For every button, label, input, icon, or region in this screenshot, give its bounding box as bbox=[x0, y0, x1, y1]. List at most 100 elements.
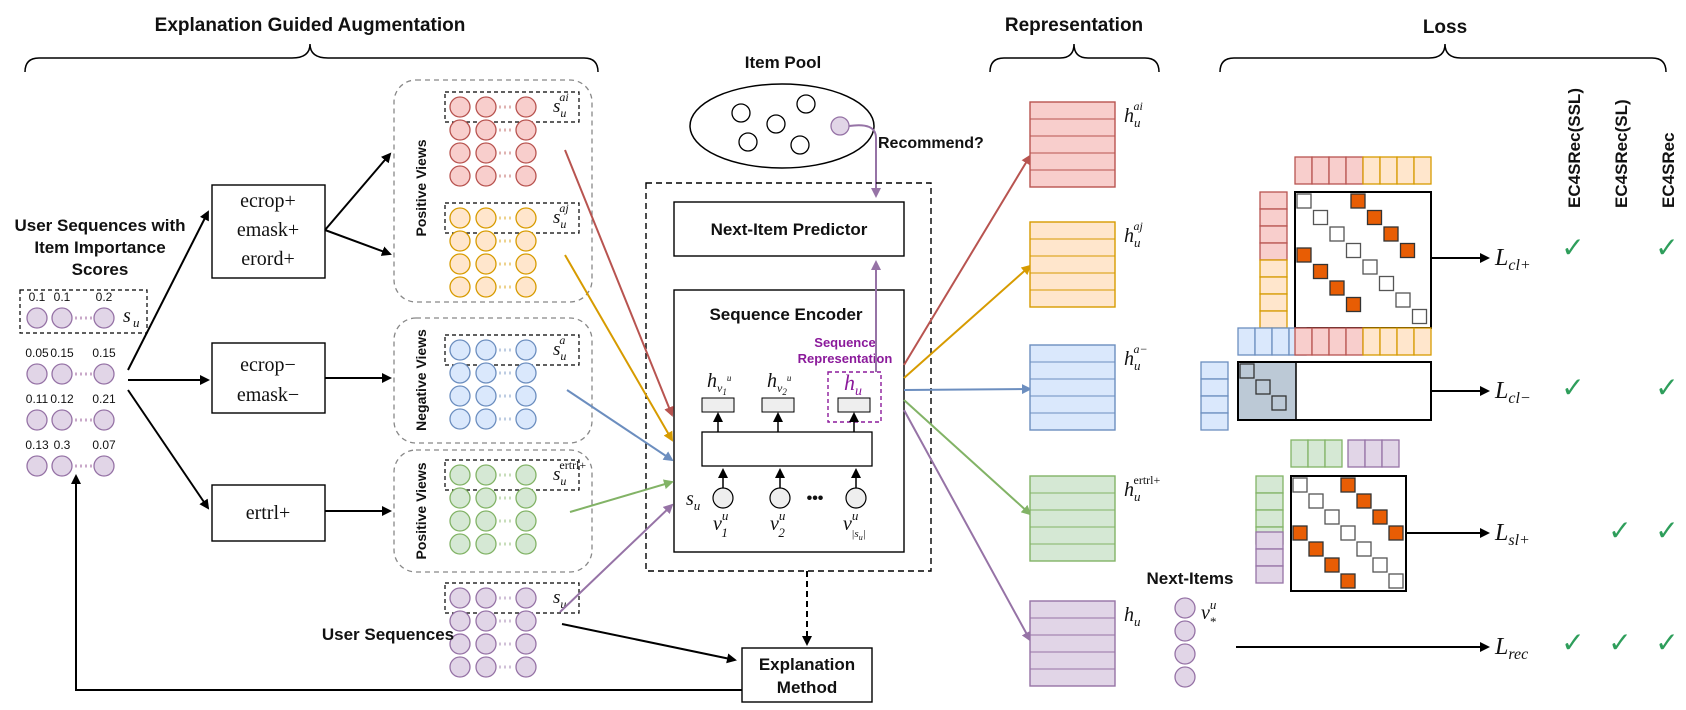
matrix-row-red bbox=[1259, 208, 1288, 227]
item-pool-items bbox=[731, 94, 850, 155]
view-item bbox=[449, 385, 471, 407]
operator-box-retrieval bbox=[211, 484, 326, 542]
op-emask-plus: emask+ bbox=[237, 219, 299, 241]
matrix-col-yellow bbox=[1362, 327, 1381, 356]
view-item bbox=[475, 230, 497, 252]
matrix-col-green bbox=[1307, 439, 1326, 468]
negative-views-label: Negative Views bbox=[413, 329, 429, 431]
view-item bbox=[449, 533, 471, 555]
check-icon: ✓ bbox=[1655, 626, 1678, 659]
hidden-state-2 bbox=[761, 397, 795, 413]
matrix-col-blue bbox=[1271, 327, 1290, 356]
view-item bbox=[515, 165, 537, 187]
positive-views-container bbox=[393, 79, 593, 303]
pool-item bbox=[790, 135, 810, 155]
importance-score: 0.12 bbox=[50, 392, 74, 406]
explanation-method-label-2: Method bbox=[777, 678, 837, 697]
item-circle bbox=[51, 455, 73, 477]
view-seq-dashed-box bbox=[444, 202, 580, 234]
view-item bbox=[449, 487, 471, 509]
matrix-row-red bbox=[1259, 191, 1288, 210]
matrix-row-purple bbox=[1255, 565, 1284, 584]
matrix-diagonal bbox=[1356, 541, 1372, 557]
matrix-col-red bbox=[1328, 327, 1347, 356]
view-item bbox=[515, 487, 537, 509]
view-item bbox=[475, 362, 497, 384]
item-circle bbox=[93, 363, 115, 385]
matrix-row-red bbox=[1259, 242, 1288, 261]
check-icon: ✓ bbox=[1561, 626, 1584, 659]
matrix-col-purple bbox=[1347, 439, 1366, 468]
matrix-col-red bbox=[1294, 156, 1313, 185]
loss-label: Lcl− bbox=[1494, 378, 1531, 407]
arrow-view-ertrl-to-encoder bbox=[569, 479, 674, 513]
matrix-col-green bbox=[1324, 439, 1343, 468]
representation-label: huertrl+ bbox=[1124, 473, 1160, 504]
view-item bbox=[449, 408, 471, 430]
view-item bbox=[475, 207, 497, 229]
user-sequences-label: User Sequences bbox=[322, 625, 454, 644]
view-item bbox=[475, 253, 497, 275]
header-augmentation: Explanation Guided Augmentation bbox=[155, 15, 466, 36]
view-item bbox=[449, 656, 471, 678]
matrix-row-green bbox=[1255, 492, 1284, 511]
positive-views-2-container bbox=[393, 449, 593, 573]
representation-block bbox=[1029, 600, 1116, 687]
matrix-positive-pair bbox=[1383, 226, 1399, 242]
matrix-positive-pair bbox=[1356, 493, 1372, 509]
view-item bbox=[449, 142, 471, 164]
importance-score: 0.13 bbox=[25, 438, 49, 452]
view-item bbox=[515, 339, 537, 361]
importance-score: 0.07 bbox=[92, 438, 116, 452]
representation-block bbox=[1029, 221, 1116, 308]
matrix-col-yellow bbox=[1362, 156, 1381, 185]
matrix-col-red bbox=[1294, 327, 1313, 356]
matrix-col-yellow bbox=[1396, 327, 1415, 356]
importance-score: 0.2 bbox=[96, 290, 113, 304]
matrix-col-red bbox=[1311, 156, 1330, 185]
matrix-col-red bbox=[1345, 327, 1364, 356]
view-item bbox=[475, 119, 497, 141]
next-item-predictor-label: Next-Item Predictor bbox=[711, 220, 868, 239]
view-item bbox=[475, 487, 497, 509]
check-grid: ✓✓✓✓✓✓✓✓✓ bbox=[1561, 231, 1678, 659]
arrow-input-to-positive-ops bbox=[127, 210, 209, 371]
view-item bbox=[515, 385, 537, 407]
op-ecrop-minus: ecrop− bbox=[240, 354, 296, 376]
check-icon: ✓ bbox=[1655, 231, 1678, 264]
recommend-label: Recommend? bbox=[878, 135, 984, 152]
matrix-row-blue bbox=[1200, 412, 1229, 431]
view-item bbox=[475, 408, 497, 430]
input-title-line-1: User Sequences with bbox=[14, 216, 185, 235]
matrix-diagonal bbox=[1239, 363, 1255, 379]
view-item bbox=[515, 510, 537, 532]
matrix-col-blue bbox=[1237, 327, 1256, 356]
arrow-encoder-to-repr-neg bbox=[903, 384, 1032, 395]
explanation-method-box bbox=[741, 647, 873, 703]
view-item bbox=[515, 207, 537, 229]
view-seq-dashed-box bbox=[444, 334, 580, 366]
brace-representation bbox=[989, 43, 1160, 73]
matrix-col-green bbox=[1290, 439, 1309, 468]
matrix-col-red bbox=[1345, 156, 1364, 185]
matrix-col-yellow bbox=[1379, 156, 1398, 185]
explanation-method-label-1: Explanation bbox=[759, 655, 855, 674]
view-item bbox=[449, 362, 471, 384]
operator-box-positive bbox=[211, 184, 326, 279]
method-full-header: EC4SRec bbox=[1659, 132, 1678, 208]
item-pool-label: Item Pool bbox=[745, 53, 822, 72]
matrix-diagonal bbox=[1312, 209, 1329, 226]
representation-label: huaj bbox=[1124, 219, 1144, 250]
matrix-row-yellow bbox=[1259, 310, 1288, 329]
matrix-positive-pair bbox=[1345, 296, 1362, 313]
check-icon: ✓ bbox=[1561, 371, 1584, 404]
sequence-encoder-label: Sequence Encoder bbox=[709, 305, 862, 324]
matrix-diagonal bbox=[1255, 379, 1271, 395]
matrix-row-yellow bbox=[1259, 259, 1288, 278]
arrow-user-seq-to-encoder bbox=[559, 503, 674, 613]
matrix-col-yellow bbox=[1379, 327, 1398, 356]
representation-label: hu bbox=[1124, 604, 1141, 629]
view-seq-label: suai bbox=[553, 90, 569, 120]
loss-section: Lcl+Lcl−Lsl+Lrec bbox=[1200, 156, 1531, 663]
view-item bbox=[475, 510, 497, 532]
